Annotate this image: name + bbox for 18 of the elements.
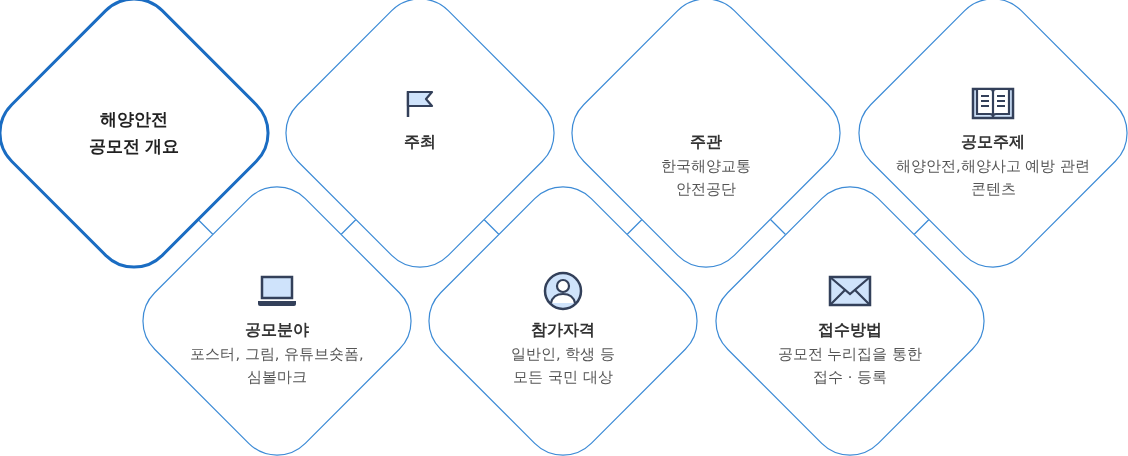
connector-line [483,219,500,235]
description: 일반인, 학생 등 모든 국민 대상 [510,345,616,387]
heading: 참가자격 [530,319,596,341]
heading: 공모주제 [960,131,1026,153]
description: 공모전 누리집을 통한 접수 · 등록 [776,345,924,387]
heading: 주최 [403,131,437,153]
connector-line [769,218,787,236]
title-text: 해양안전 공모전 개요 [87,108,181,158]
description: 해양안전,해양사고 예방 관련 콘텐츠 [895,157,1091,199]
heading: 공모분야 [244,319,310,341]
heading: 접수방법 [817,319,883,341]
connector-line [913,219,930,235]
heading: 주관 [689,131,723,153]
connector-line [626,219,643,235]
description: 한국해양교통안전공단 [660,157,752,199]
connector-line [197,219,214,235]
description: 포스터, 그림, 유튜브숏폼, 심볼마크 [189,345,365,387]
connector-line [340,219,357,235]
